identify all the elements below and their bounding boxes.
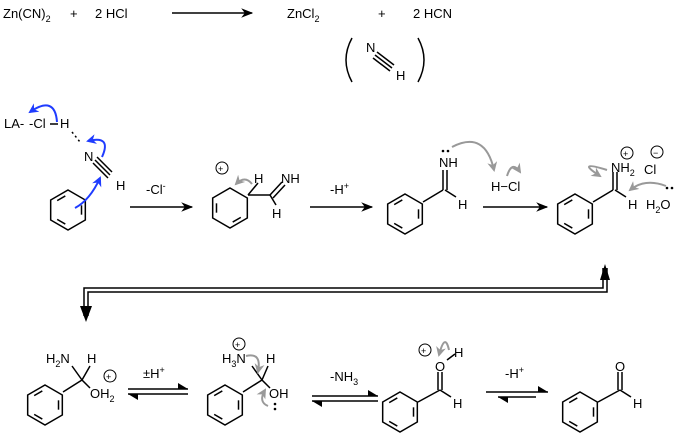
- connector-arrow: [80, 264, 610, 322]
- curved-arrow-icon: [436, 341, 450, 357]
- triple-bond: [372, 51, 395, 72]
- left-parenthesis: [345, 37, 353, 83]
- curved-arrow-icon: [628, 181, 667, 192]
- chloride-label: Cl: [644, 162, 656, 177]
- hydrogen-label: H: [272, 206, 281, 221]
- water-label: H2O: [646, 197, 671, 215]
- double-bond: [56, 218, 66, 225]
- equilibrium-arrow-2: -NH3: [312, 369, 378, 407]
- double-bond: [232, 216, 242, 223]
- benzene-ring: [561, 391, 599, 433]
- positive-charge: +: [106, 372, 111, 382]
- positive-charge: +: [235, 340, 240, 350]
- curved-arrow-icon: [245, 354, 265, 374]
- imine-nh-label: NH: [439, 155, 458, 170]
- oxonium-label: OH2: [90, 386, 115, 404]
- hydrogen-label: H: [454, 345, 463, 360]
- step2-sigma-complex: + H NH H -H+: [215, 161, 374, 221]
- double-bond: [568, 420, 578, 427]
- equilibrium-label: -NH3: [330, 369, 358, 387]
- double-bond: [563, 222, 573, 229]
- m3-protonated-aldehyde: O H H +: [417, 341, 463, 411]
- hydroxyl-label: OH: [269, 386, 289, 401]
- double-bond: [388, 420, 398, 427]
- m2-protonated-amine: H3N H OH +: [222, 337, 289, 411]
- hydrogen-label: H: [633, 396, 642, 411]
- iminium-nh2-label: NH2: [611, 160, 635, 178]
- hydrogen-label: H: [453, 396, 462, 411]
- imine-nh-label: NH: [281, 171, 300, 186]
- double-bond: [56, 195, 66, 202]
- hydrogen-label: H: [458, 197, 467, 212]
- positive-charge: +: [623, 149, 628, 159]
- equilibrium-arrow-3: -H+: [486, 365, 548, 403]
- curved-arrow-icon: [28, 103, 58, 123]
- curved-arrow-icon: [588, 165, 608, 178]
- hydrogen-label: H: [254, 171, 263, 186]
- oxygen-label: O: [435, 359, 445, 374]
- double-bond: [213, 390, 223, 397]
- product-zinc-chloride: ZnCl2: [287, 6, 319, 24]
- arrow-label: -Cl-: [146, 181, 166, 197]
- product-hcn: 2 HCN: [413, 6, 452, 21]
- ammonium-label: H3N: [222, 351, 246, 369]
- equilibrium-label: ±H+: [143, 365, 165, 381]
- hcn-nitrogen: N: [366, 40, 375, 55]
- step3-aldimine: NH H H−Cl: [422, 141, 549, 212]
- oxygen-label: O: [615, 359, 625, 374]
- reactant-hcl: 2 HCl: [95, 6, 128, 21]
- double-bond: [213, 413, 223, 420]
- arrow-label: -H+: [330, 181, 349, 197]
- step4-iminium: NH2 + − Cl H H2O: [588, 145, 674, 215]
- benzene-ring: [26, 384, 64, 426]
- hydrogen-label: H: [266, 351, 275, 366]
- double-bond: [33, 413, 43, 420]
- hcn-hydrogen: H: [396, 68, 405, 83]
- benzene-ring: [556, 193, 594, 235]
- curved-arrow-icon: [506, 162, 522, 177]
- benzene-ring: [381, 391, 419, 433]
- hcl-label: H−Cl: [491, 179, 520, 194]
- plus-sign: +: [378, 6, 386, 21]
- step1-electrophilic-attack: LA- -Cl H N H -Cl-: [4, 103, 194, 212]
- right-parenthesis: [417, 37, 425, 83]
- negative-charge: −: [653, 148, 658, 158]
- double-bond: [33, 390, 43, 397]
- m1-protonated-hemiaminal: H2N H OH2 +: [46, 351, 117, 404]
- double-bond: [388, 397, 398, 404]
- equilibrium-arrow-1: ±H+: [128, 365, 188, 400]
- benzene-ring: [206, 384, 244, 426]
- positive-charge: +: [218, 164, 223, 174]
- hydrogen-label: H: [116, 178, 125, 193]
- overall-equation: Zn(CN)2 + 2 HCl ZnCl2 + 2 HCN N H: [3, 6, 452, 83]
- double-bond: [568, 397, 578, 404]
- amine-label: H2N: [46, 351, 70, 369]
- hydrogen-label: H: [60, 116, 69, 131]
- hydrogen-label: H: [628, 197, 637, 212]
- curved-arrow-icon: [234, 174, 253, 186]
- reactant-zinc-cyanide: Zn(CN)2: [3, 6, 51, 24]
- positive-charge: +: [421, 346, 426, 356]
- nitrogen-label: N: [84, 149, 93, 164]
- m4-benzaldehyde: O H: [597, 359, 642, 411]
- lewis-acid-label: LA-: [4, 116, 24, 131]
- double-bond: [563, 199, 573, 206]
- cyclohexadienyl-ring: [211, 187, 249, 229]
- chlorine-label: -Cl: [29, 116, 46, 131]
- curved-arrow-icon: [451, 141, 498, 172]
- benzene-ring: [386, 193, 424, 235]
- benzene-ring: [49, 189, 87, 231]
- equilibrium-label: -H+: [505, 365, 524, 381]
- plus-sign: +: [70, 6, 78, 21]
- double-bond: [393, 199, 403, 206]
- curved-arrow-icon: [74, 176, 102, 209]
- hydrogen-label: H: [87, 351, 96, 366]
- curved-arrow-icon: [256, 388, 269, 407]
- double-bond: [393, 222, 403, 229]
- curved-arrow-icon: [86, 134, 106, 158]
